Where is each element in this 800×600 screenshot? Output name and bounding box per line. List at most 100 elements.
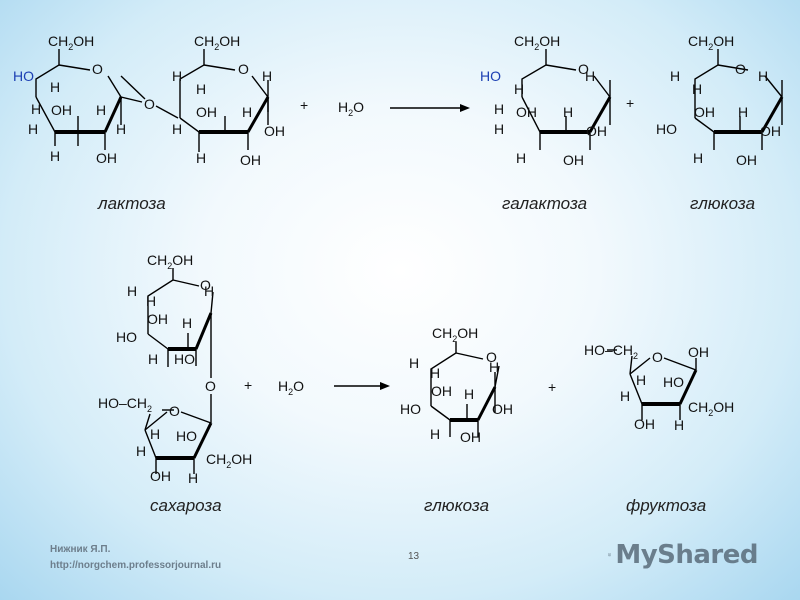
- chem-label: H: [182, 315, 192, 331]
- chem-label: H: [430, 426, 440, 442]
- chem-label: H: [692, 81, 702, 97]
- footer-credits: Нижник Я.П. http://norgchem.professorjou…: [50, 542, 221, 574]
- galactose-structure: CH2OH O HO H H H OH H H OH H OH: [480, 33, 607, 168]
- chem-label: H: [204, 283, 214, 299]
- chem-label: H: [620, 388, 630, 404]
- chem-label: H: [242, 104, 252, 120]
- chem-label: CH2OH: [194, 33, 240, 52]
- hydroxyl-highlighted: HO: [480, 68, 501, 84]
- chem-label: H: [116, 121, 126, 137]
- plus-sign: +: [244, 377, 252, 393]
- sucrose-structure: CH2OH O H H H HO OH H H HO O HO–CH2 O H …: [98, 252, 252, 486]
- chem-label: CH2OH: [688, 33, 734, 52]
- chem-label: H: [196, 150, 206, 166]
- chem-label: H: [430, 365, 440, 381]
- chem-label: OH: [264, 123, 285, 139]
- chem-label: HO–CH2: [584, 342, 638, 361]
- water: H2O: [338, 99, 364, 118]
- chem-label: CH2OH: [514, 33, 560, 52]
- chem-label: H: [146, 293, 156, 309]
- chem-label: CH2OH: [688, 399, 734, 418]
- ring-oxygen: O: [652, 349, 663, 365]
- chem-label: H: [50, 148, 60, 164]
- chem-label: OH: [563, 152, 584, 168]
- chem-label: H: [188, 470, 198, 486]
- chem-label: H: [172, 121, 182, 137]
- chem-label: OH: [150, 468, 171, 484]
- chem-label: H: [172, 68, 182, 84]
- chem-label: HO: [176, 428, 197, 444]
- logo-wordmark: MyShared: [615, 540, 758, 570]
- chem-label: OH: [516, 104, 537, 120]
- chem-label: OH: [694, 104, 715, 120]
- chem-label: H: [494, 101, 504, 117]
- lactose-structure: CH2OH O HO H H OH H H H H OH O CH2OH O H…: [13, 33, 285, 168]
- arrowheads: [380, 104, 470, 390]
- author-name: Нижник Я.П.: [50, 544, 111, 555]
- chem-label: H: [150, 426, 160, 442]
- chem-label: CH2OH: [48, 33, 94, 52]
- chem-label: H: [196, 81, 206, 97]
- chem-label: H: [136, 443, 146, 459]
- chem-label: OH: [634, 416, 655, 432]
- watermark-logo: MyShared: [608, 536, 758, 574]
- sucrose-label: сахароза: [150, 496, 222, 515]
- plus-sign: +: [300, 97, 308, 113]
- chem-label: H: [31, 101, 41, 117]
- chem-label: H: [636, 372, 646, 388]
- chem-label: H: [563, 104, 573, 120]
- chem-label: H: [585, 68, 595, 84]
- chem-label: OH: [760, 123, 781, 139]
- chem-label: HO: [174, 351, 195, 367]
- glucose-label-bottom: глюкоза: [424, 496, 490, 515]
- bridge-oxygen: O: [205, 378, 216, 394]
- bridge-oxygen: O: [144, 96, 155, 112]
- chem-label: HO: [663, 374, 684, 390]
- ring-oxygen: O: [735, 61, 746, 77]
- lactose-label: лактоза: [98, 194, 166, 213]
- chem-label: H: [148, 351, 158, 367]
- ring-oxygen: O: [238, 61, 249, 77]
- glucose-structure-bottom: CH2OH O H H H HO OH H OH H OH: [400, 325, 513, 445]
- chem-label: OH: [586, 123, 607, 139]
- chem-label: OH: [96, 150, 117, 166]
- chem-label: H: [738, 104, 748, 120]
- chem-label: H: [516, 150, 526, 166]
- fructose-label: фруктоза: [626, 496, 707, 515]
- chem-label: OH: [492, 401, 513, 417]
- chem-label: HO: [656, 121, 677, 137]
- glucose-label-top: глюкоза: [690, 194, 756, 213]
- chem-label: H: [489, 359, 499, 375]
- chem-label: HO–CH2: [98, 395, 152, 414]
- chem-label: OH: [147, 311, 168, 327]
- chem-label: H: [758, 68, 768, 84]
- source-url[interactable]: http://norgchem.professorjournal.ru: [50, 560, 222, 571]
- chem-label: CH2OH: [432, 325, 478, 344]
- fructose-structure: HO–CH2 O OH H H HO OH H CH2OH: [584, 342, 734, 433]
- page-number: 13: [408, 551, 420, 562]
- chem-label: H: [28, 121, 38, 137]
- ring-oxygen: O: [92, 61, 103, 77]
- chem-label: OH: [688, 344, 709, 360]
- plus-sign: +: [548, 379, 556, 395]
- chem-label: OH: [240, 152, 261, 168]
- chem-label: H: [127, 283, 137, 299]
- chem-label: H: [693, 150, 703, 166]
- chem-label: H: [494, 121, 504, 137]
- chem-label: H: [96, 102, 106, 118]
- chem-label: OH: [51, 102, 72, 118]
- hydroxyl-highlighted: HO: [13, 68, 34, 84]
- chem-label: HO: [116, 329, 137, 345]
- chem-label: H: [50, 79, 60, 95]
- chem-label: H: [670, 68, 680, 84]
- glucose-structure-top: CH2OH O H H H HO OH H OH H OH: [656, 33, 781, 168]
- bonds: [35, 49, 784, 474]
- galactose-label: галактоза: [502, 194, 588, 213]
- ring-oxygen: O: [578, 61, 589, 77]
- chem-label: H: [409, 355, 419, 371]
- ring-oxygen: O: [200, 277, 211, 293]
- presentation-icon: [608, 553, 612, 557]
- chem-label: OH: [196, 104, 217, 120]
- chem-label: OH: [460, 429, 481, 445]
